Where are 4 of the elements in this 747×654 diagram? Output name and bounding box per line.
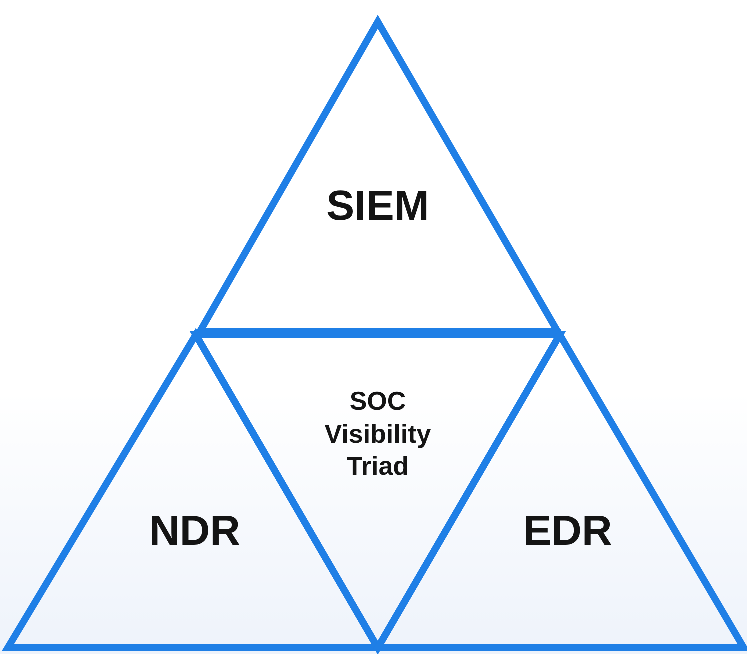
segment-label: EDR xyxy=(522,506,614,556)
segment-label: SIEM xyxy=(326,181,430,231)
segment-label: SOC Visibility Triad xyxy=(324,385,432,482)
segment-label: NDR xyxy=(148,506,242,556)
